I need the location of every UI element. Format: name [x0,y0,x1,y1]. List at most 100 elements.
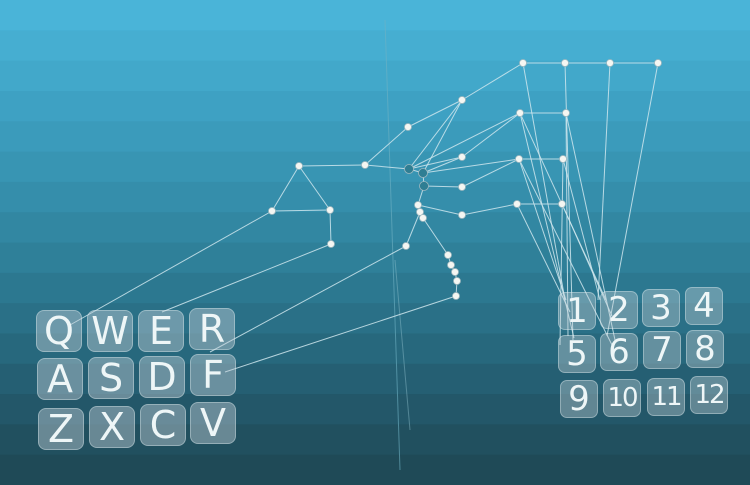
skeleton-bone [408,99,463,170]
background-band [0,303,750,335]
key-1[interactable]: 1 [558,292,596,330]
background-band [0,212,750,244]
skeleton-bone [407,99,463,128]
skeleton-joint [404,164,414,174]
skeleton-joint [402,242,410,250]
skeleton-joint [414,201,422,209]
skeleton-joints [268,59,662,300]
key-z[interactable]: Z [38,408,84,450]
skeleton-bone [329,209,332,245]
background-band [0,181,750,214]
skeleton-bone [271,165,300,212]
skeleton-joint [458,183,466,191]
skeleton-joint [418,168,428,178]
key-e[interactable]: E [138,310,184,352]
skeleton-joint [327,240,335,248]
skeleton-bone [405,211,421,247]
skeleton-joint [606,59,614,67]
key-x[interactable]: X [89,406,135,448]
key-4[interactable]: 4 [685,287,723,325]
key-12[interactable]: 12 [690,376,728,414]
key-d[interactable]: D [139,356,185,398]
skeleton-edges [69,62,659,373]
skeleton-bone [559,158,564,346]
key-a[interactable]: A [37,358,83,400]
background-band [0,60,750,92]
skeleton-bone [518,158,567,301]
skeleton-joint [453,277,461,285]
background-band [0,363,750,396]
key-v[interactable]: V [190,402,236,444]
skeleton-joint [419,214,427,222]
key-c[interactable]: C [140,404,186,446]
skeleton-joint [558,200,566,208]
background-band [0,0,750,32]
skeleton-bone [408,156,463,170]
skeleton-joint [452,292,460,300]
key-10[interactable]: 10 [603,379,641,417]
skeleton-joint [458,211,466,219]
skeleton-bone [461,62,524,101]
skeleton-joint [268,207,276,215]
key-r[interactable]: R [189,308,235,350]
key-3[interactable]: 3 [642,289,680,327]
skeleton-bone [298,165,331,211]
background-band [0,394,750,426]
skeleton-bone [597,62,611,301]
skeleton-bone [606,62,659,337]
key-8[interactable]: 8 [686,330,724,368]
skeleton-bone [423,185,463,188]
skeleton-joint [444,251,452,259]
skeleton-bone [461,158,520,188]
skeleton-joint [419,181,429,191]
key-s[interactable]: S [88,357,134,399]
background-band [0,454,750,485]
skeleton-joint [519,59,527,67]
skeleton-bone [161,243,332,313]
background-band [0,90,750,123]
skeleton-joint [451,268,459,276]
skeleton-bone [522,62,566,301]
background-band [0,272,750,305]
skeleton-joint [516,109,524,117]
skeleton-joint [458,153,466,161]
skeleton-bone [209,245,407,353]
skeleton-joint [404,123,412,131]
skeleton-bone [224,295,457,373]
skeleton-bone [461,203,518,216]
skeleton-bone [519,112,575,339]
vertical-axis-guide [384,19,411,471]
skeleton-joint [562,109,570,117]
skeleton-joint [416,208,424,216]
background-band [0,30,750,62]
key-9[interactable]: 9 [560,380,598,418]
key-7[interactable]: 7 [643,331,681,369]
key-11[interactable]: 11 [647,378,685,416]
skeleton-bone [422,156,463,174]
skeleton-bone [364,126,409,166]
skeleton-joint [513,200,521,208]
skeleton-bone [271,209,331,212]
skeleton-bone [565,112,569,337]
key-w[interactable]: W [87,310,133,352]
skeleton-bone [417,204,463,216]
skeleton-bone [422,217,449,256]
background-band [0,424,750,456]
skeleton-bone [422,158,520,174]
skeleton-joint [515,155,523,163]
skeleton-joint [559,155,567,163]
key-q[interactable]: Q [36,310,82,352]
key-5[interactable]: 5 [558,335,596,373]
skeleton-joint [326,206,334,214]
background-band [0,121,750,153]
background-band [0,242,750,274]
skeleton-bone [461,112,521,158]
skeleton-bone [364,164,410,170]
key-2[interactable]: 2 [600,291,638,329]
skeleton-joint [447,261,455,269]
key-6[interactable]: 6 [600,333,638,371]
skeleton-joint [458,96,466,104]
key-f[interactable]: F [190,354,236,396]
skeleton-joint [361,161,369,169]
